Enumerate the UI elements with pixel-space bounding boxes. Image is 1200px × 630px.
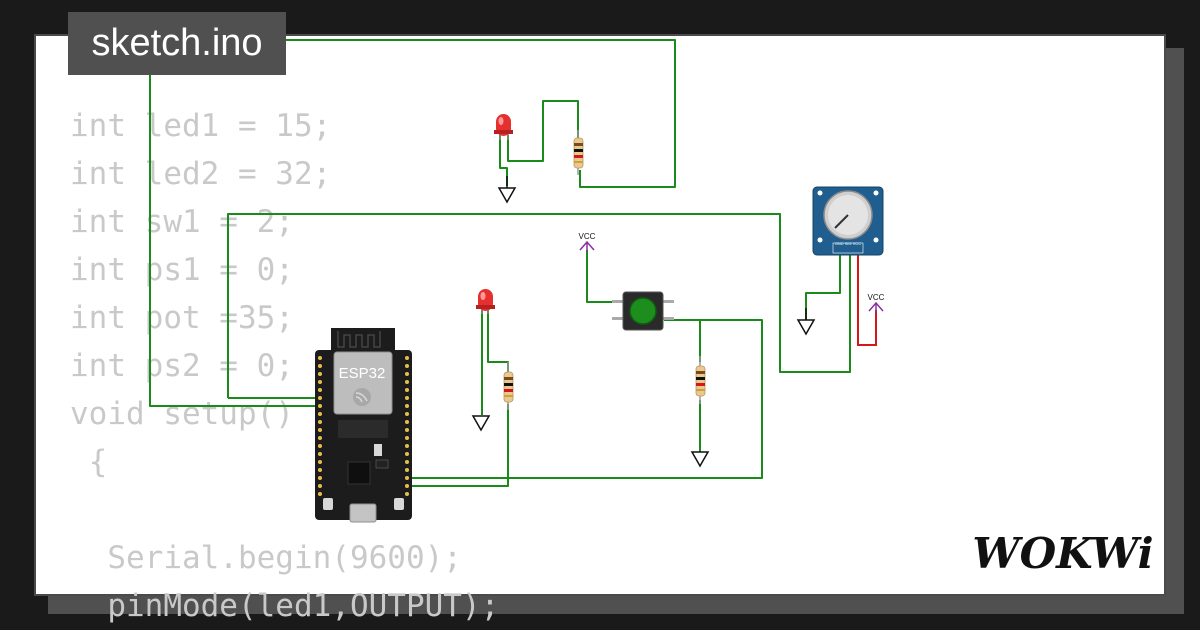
wire [499, 135, 508, 186]
vcc-symbol-button: VCC [579, 232, 596, 252]
pot-pin-labels: GND SIG VCC [835, 241, 862, 246]
wire [149, 40, 320, 407]
led-1[interactable] [494, 114, 513, 140]
wire [408, 319, 763, 479]
file-tab[interactable]: sketch.ino [68, 12, 286, 75]
usb-port [349, 503, 377, 523]
vcc-symbol-pot: VCC [868, 293, 885, 313]
preview-card: int led1 = 15; int led2 = 32; int sw1 = … [34, 34, 1166, 624]
wire [227, 213, 851, 398]
boot-button[interactable] [394, 498, 404, 510]
ground-icon [796, 308, 816, 336]
led-2[interactable] [476, 289, 495, 314]
esp32-module [333, 351, 393, 415]
wire [586, 250, 622, 303]
potentiometer[interactable]: GND SIG VCC [812, 186, 884, 256]
code-line: Serial.begin(9600); [70, 540, 462, 576]
wokwi-logo: WOKWi [972, 529, 1153, 578]
vcc-label: VCC [579, 232, 596, 241]
ground-symbols [471, 176, 816, 468]
code-line: int ps1 = 0; [70, 252, 294, 288]
pot-indicator [834, 214, 849, 229]
wires [149, 39, 851, 487]
en-button[interactable] [323, 498, 333, 510]
code-editor: int led1 = 15; int led2 = 32; int sw1 = … [70, 36, 499, 624]
wire [805, 250, 841, 320]
code-line: int sw1 = 2; [70, 204, 294, 240]
wire [487, 310, 509, 375]
code-line: int ps2 = 0; [70, 348, 294, 384]
esp32-label: ESP32 [339, 365, 386, 382]
resistor-3[interactable] [695, 356, 706, 404]
wire-red [857, 250, 877, 346]
resistor-2[interactable] [503, 362, 514, 410]
pin-header-right [405, 356, 409, 496]
code-line: int pot =35; [70, 300, 294, 336]
pushbutton[interactable] [612, 291, 674, 331]
ground-icon [690, 451, 710, 468]
wire [408, 404, 509, 487]
button-cap[interactable] [629, 297, 657, 325]
wire [150, 39, 676, 188]
code-line: int led2 = 32; [70, 156, 332, 192]
vcc-label: VCC [868, 293, 885, 302]
espressif-logo-icon [353, 388, 371, 406]
esp32-board[interactable]: ESP32 [315, 328, 412, 523]
ground-icon [471, 415, 491, 432]
pin-header-left [318, 356, 322, 496]
wire [507, 100, 579, 162]
code-line: { [70, 444, 108, 480]
wire [664, 319, 701, 362]
code-line: pinMode(led1,OUTPUT); [70, 588, 500, 624]
resistor-1[interactable] [573, 130, 584, 175]
ground-icon [497, 176, 517, 204]
code-line: int led1 = 15; [70, 108, 332, 144]
code-line: void setup() [70, 396, 294, 432]
